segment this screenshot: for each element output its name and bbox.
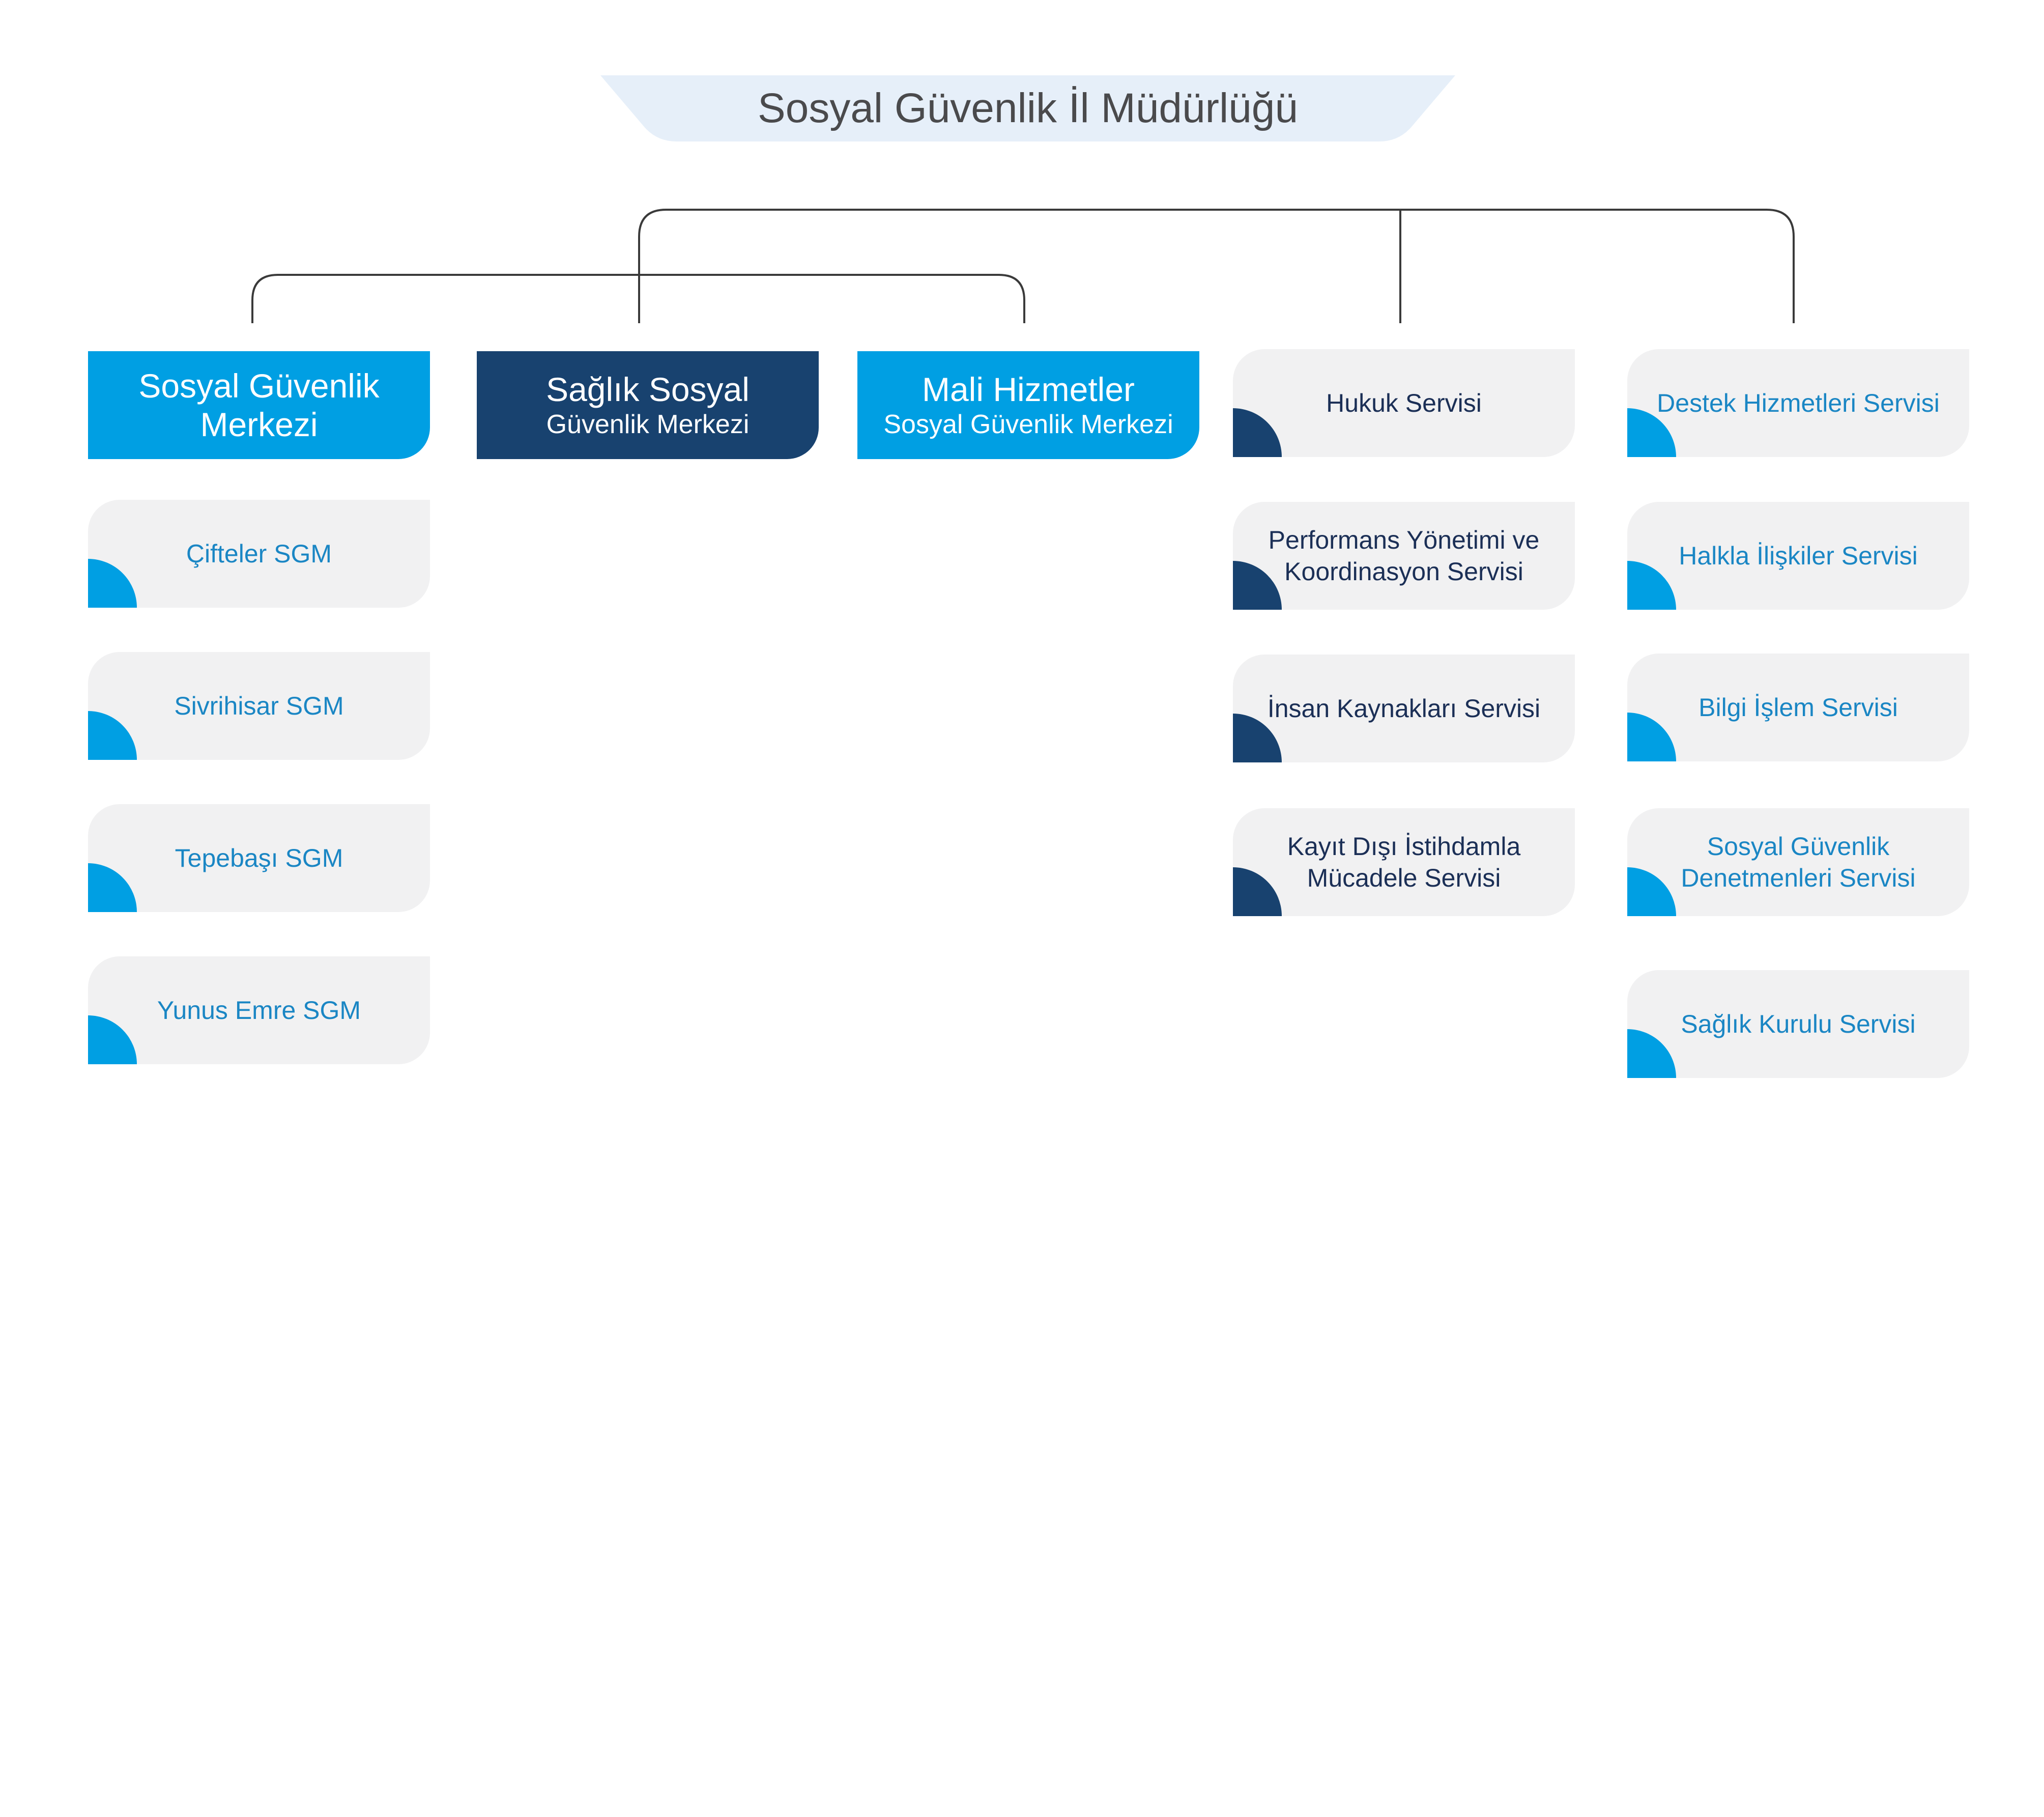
card-corner-decoration bbox=[88, 559, 137, 608]
department-subtitle: Güvenlik Merkezi bbox=[546, 410, 750, 439]
card-label: İnsan Kaynakları Servisi bbox=[1267, 694, 1541, 723]
department-box-mali[interactable]: Mali Hizmetler Sosyal Güvenlik Merkezi bbox=[857, 351, 1199, 459]
card-label: Halkla İlişkiler Servisi bbox=[1679, 542, 1918, 570]
card-corner-decoration bbox=[1233, 408, 1282, 457]
lower-bracket bbox=[251, 274, 1025, 323]
department-box-saglik[interactable]: Sağlık Sosyal Güvenlik Merkezi bbox=[477, 351, 819, 459]
card-label: Bilgi İşlem Servisi bbox=[1698, 693, 1898, 722]
sgm-card-cifteler[interactable]: Çifteler SGM bbox=[88, 500, 430, 608]
service-card-halkla-iliskiler[interactable]: Halkla İlişkiler Servisi bbox=[1627, 502, 1969, 610]
card-label: Sağlık Kurulu Servisi bbox=[1681, 1010, 1916, 1038]
card-label: Performans Yönetimi ve Koordinasyon Serv… bbox=[1268, 526, 1540, 586]
card-corner-decoration bbox=[88, 863, 137, 912]
upper-bracket bbox=[638, 209, 1795, 323]
page-title: Sosyal Güvenlik İl Müdürlüğü bbox=[758, 85, 1298, 131]
service-card-bilgi-islem[interactable]: Bilgi İşlem Servisi bbox=[1627, 654, 1969, 761]
card-label: Destek Hizmetleri Servisi bbox=[1657, 389, 1940, 417]
service-card-saglik-kurulu[interactable]: Sağlık Kurulu Servisi bbox=[1627, 970, 1969, 1078]
card-corner-decoration bbox=[88, 1015, 137, 1064]
service-card-performans[interactable]: Performans Yönetimi ve Koordinasyon Serv… bbox=[1233, 502, 1575, 610]
department-box-sgm[interactable]: Sosyal Güvenlik Merkezi bbox=[88, 351, 430, 459]
card-corner-decoration bbox=[1627, 561, 1676, 610]
card-label: Kayıt Dışı İstihdamla Mücadele Servisi bbox=[1287, 832, 1521, 892]
department-title: Sosyal Güvenlik bbox=[138, 367, 380, 405]
card-corner-decoration bbox=[1627, 713, 1676, 761]
card-label: Sosyal Güvenlik Denetmenleri Servisi bbox=[1681, 832, 1916, 892]
title-banner: Sosyal Güvenlik İl Müdürlüğü bbox=[600, 75, 1455, 141]
card-corner-decoration bbox=[1627, 1029, 1676, 1078]
service-card-hukuk[interactable]: Hukuk Servisi bbox=[1233, 349, 1575, 457]
sgm-card-tepebasi[interactable]: Tepebaşı SGM bbox=[88, 804, 430, 912]
department-subtitle: Sosyal Güvenlik Merkezi bbox=[883, 410, 1173, 439]
card-label: Yunus Emre SGM bbox=[157, 996, 361, 1025]
card-label: Sivrihisar SGM bbox=[174, 692, 344, 720]
sgm-card-sivrihisar[interactable]: Sivrihisar SGM bbox=[88, 652, 430, 760]
service-card-insan-kaynaklari[interactable]: İnsan Kaynakları Servisi bbox=[1233, 655, 1575, 762]
sgm-card-yunus-emre[interactable]: Yunus Emre SGM bbox=[88, 956, 430, 1064]
card-label: Çifteler SGM bbox=[186, 540, 332, 568]
department-subtitle: Merkezi bbox=[200, 406, 318, 443]
title-banner-shape bbox=[600, 75, 1455, 141]
department-title: Mali Hizmetler bbox=[922, 371, 1135, 408]
service-card-kayit-disi[interactable]: Kayıt Dışı İstihdamla Mücadele Servisi bbox=[1233, 808, 1575, 916]
service-card-destek[interactable]: Destek Hizmetleri Servisi bbox=[1627, 349, 1969, 457]
service-card-denetmenler[interactable]: Sosyal Güvenlik Denetmenleri Servisi bbox=[1627, 808, 1969, 916]
card-corner-decoration bbox=[88, 711, 137, 760]
card-label: Tepebaşı SGM bbox=[175, 844, 343, 872]
department-title: Sağlık Sosyal bbox=[546, 371, 750, 408]
card-label: Hukuk Servisi bbox=[1326, 389, 1482, 417]
